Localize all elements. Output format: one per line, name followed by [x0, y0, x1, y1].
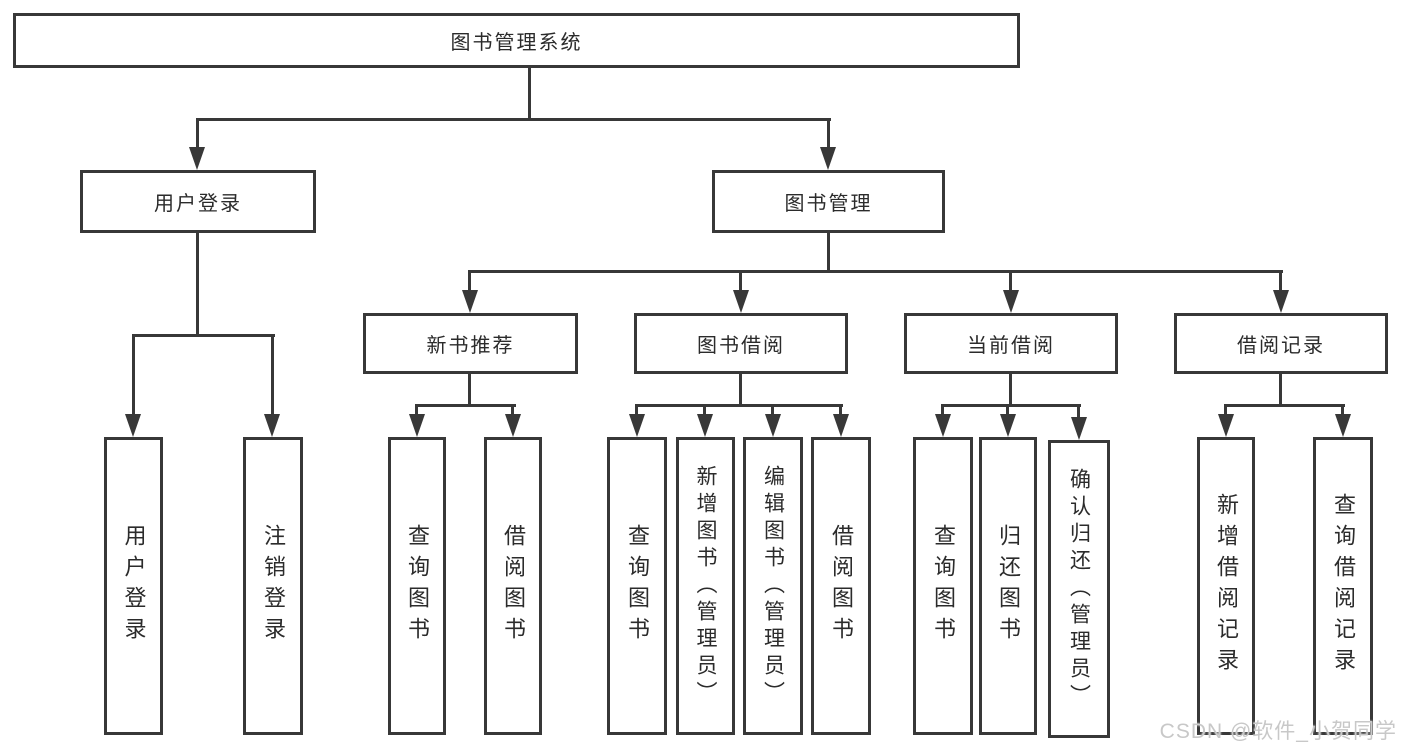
leaf-add-borrow-record: 新增借阅记录	[1197, 437, 1255, 735]
connector-line	[468, 270, 1283, 273]
arrow-down-icon	[462, 290, 478, 313]
connector-line	[271, 336, 274, 416]
leaf-borrow-books-recommend-label: 借阅图书	[501, 524, 526, 648]
leaf-logout: 注销登录	[243, 437, 303, 735]
connector-line	[196, 233, 199, 337]
connector-line	[1077, 406, 1080, 418]
arrow-down-icon	[820, 147, 836, 170]
arrow-down-icon	[409, 414, 425, 437]
connector-line	[703, 406, 706, 416]
connector-line	[739, 272, 742, 294]
node-book-borrow-label: 图书借阅	[697, 335, 785, 357]
arrow-down-icon	[264, 414, 280, 437]
node-current-borrow: 当前借阅	[904, 313, 1118, 374]
leaf-query-books-current: 查询图书	[913, 437, 973, 735]
connector-line	[196, 118, 831, 121]
leaf-confirm-return-admin: 确认归还（管理员）	[1048, 440, 1110, 738]
leaf-query-books-recommend: 查询图书	[388, 437, 446, 735]
arrow-down-icon	[697, 414, 713, 437]
connector-line	[132, 334, 275, 337]
leaf-query-books-recommend-label: 查询图书	[405, 524, 430, 648]
connector-line	[1224, 404, 1345, 407]
leaf-edit-books-admin: 编辑图书（管理员）	[743, 437, 803, 735]
node-system-root-label: 图书管理系统	[450, 32, 583, 54]
leaf-borrow-books-label: 借阅图书	[829, 524, 854, 648]
connector-line	[415, 404, 516, 407]
node-new-book-recommend-label: 新书推荐	[426, 335, 515, 357]
arrow-down-icon	[935, 414, 951, 437]
connector-line	[1009, 272, 1012, 294]
connector-line	[827, 120, 830, 150]
leaf-add-borrow-record-label: 新增借阅记录	[1214, 493, 1239, 679]
connector-line	[132, 336, 135, 416]
leaf-user-login: 用户登录	[104, 437, 163, 735]
connector-line	[1224, 406, 1227, 416]
node-book-management-label: 图书管理	[784, 193, 873, 215]
connector-line	[1341, 406, 1344, 416]
leaf-borrow-books-recommend: 借阅图书	[484, 437, 542, 735]
arrow-down-icon	[629, 414, 645, 437]
arrow-down-icon	[1218, 414, 1234, 437]
node-system-root: 图书管理系统	[13, 13, 1020, 68]
leaf-query-borrow-record: 查询借阅记录	[1313, 437, 1373, 735]
leaf-logout-label: 注销登录	[261, 524, 286, 648]
node-borrow-records: 借阅记录	[1174, 313, 1388, 374]
arrow-down-icon	[125, 414, 141, 437]
leaf-query-books-borrow-label: 查询图书	[625, 524, 650, 648]
leaf-return-books-label: 归还图书	[996, 524, 1021, 648]
node-borrow-records-label: 借阅记录	[1237, 335, 1325, 357]
leaf-query-books-current-label: 查询图书	[931, 524, 956, 648]
leaf-edit-books-admin-label: 编辑图书（管理员）	[761, 464, 785, 708]
arrow-down-icon	[1071, 417, 1087, 440]
node-book-borrow: 图书借阅	[634, 313, 848, 374]
connector-line	[468, 272, 471, 294]
connector-line	[941, 404, 1081, 407]
arrow-down-icon	[765, 414, 781, 437]
leaf-add-books-admin: 新增图书（管理员）	[676, 437, 735, 735]
arrow-down-icon	[1273, 290, 1289, 313]
connector-line	[196, 120, 199, 150]
leaf-add-books-admin-label: 新增图书（管理员）	[694, 464, 717, 708]
connector-line	[511, 406, 514, 416]
leaf-query-books-borrow: 查询图书	[607, 437, 667, 735]
leaf-borrow-books: 借阅图书	[811, 437, 871, 735]
connector-line	[1006, 406, 1009, 416]
leaf-query-borrow-record-label: 查询借阅记录	[1331, 493, 1356, 679]
arrow-down-icon	[505, 414, 521, 437]
connector-line	[1009, 374, 1012, 407]
connector-line	[827, 233, 830, 273]
connector-line	[468, 374, 471, 407]
node-book-management: 图书管理	[712, 170, 945, 233]
connector-line	[739, 374, 742, 407]
connector-line	[415, 406, 418, 416]
leaf-confirm-return-admin-label: 确认归还（管理员）	[1067, 467, 1091, 711]
connector-line	[1279, 272, 1282, 294]
arrow-down-icon	[1003, 290, 1019, 313]
connector-line	[528, 68, 531, 120]
node-new-book-recommend: 新书推荐	[363, 313, 578, 374]
connector-line	[839, 406, 842, 416]
node-user-login: 用户登录	[80, 170, 316, 233]
arrow-down-icon	[1335, 414, 1351, 437]
connector-line	[771, 406, 774, 416]
arrow-down-icon	[189, 147, 205, 170]
connector-line	[635, 404, 843, 407]
arrow-down-icon	[833, 414, 849, 437]
connector-line	[941, 406, 944, 416]
arrow-down-icon	[1000, 414, 1016, 437]
connector-line	[635, 406, 638, 416]
leaf-return-books: 归还图书	[979, 437, 1037, 735]
leaf-user-login-label: 用户登录	[121, 524, 147, 648]
watermark-text: CSDN @软件_小贺同学	[1159, 720, 1397, 743]
connector-line	[1279, 374, 1282, 407]
node-user-login-label: 用户登录	[154, 193, 242, 215]
arrow-down-icon	[733, 290, 749, 313]
node-current-borrow-label: 当前借阅	[967, 335, 1055, 357]
